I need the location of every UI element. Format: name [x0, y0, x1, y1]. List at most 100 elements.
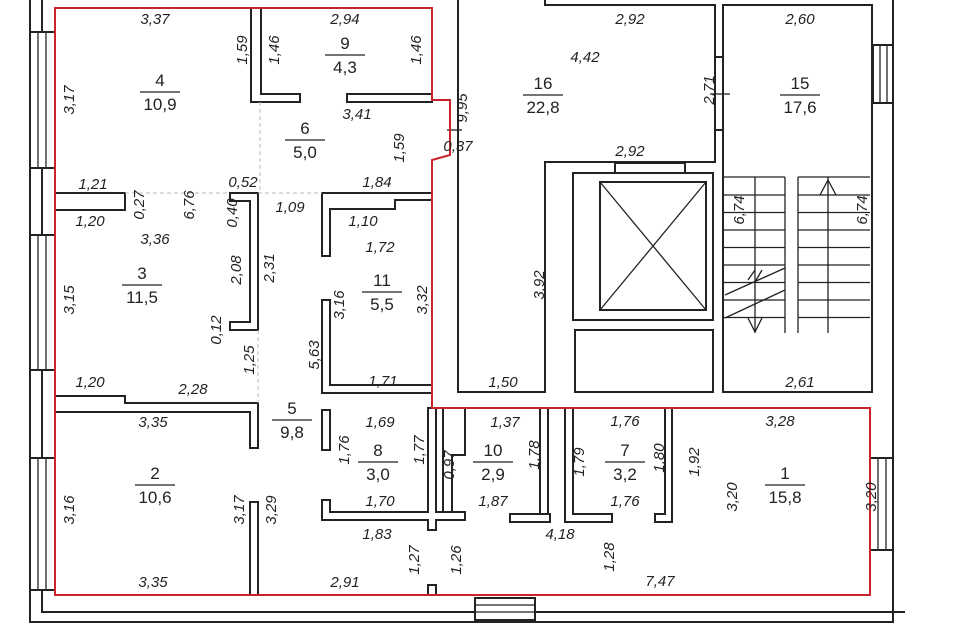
dimension-label: 1,46 [408, 35, 425, 65]
dimension-label: 3,36 [140, 231, 170, 248]
dimension-label: 1,84 [362, 174, 391, 191]
dimension-label: 4,42 [570, 49, 600, 66]
dimension-label: 0,97 [441, 450, 458, 480]
dimension-label: 1,78 [526, 440, 543, 470]
stair-line [754, 317, 763, 333]
dimension-label: 1,83 [362, 526, 392, 543]
stair-line [724, 289, 786, 319]
dimension-label: 7,47 [645, 573, 675, 590]
dimension-label: 1,69 [365, 414, 395, 431]
dimension-label: 2,71 [701, 75, 718, 105]
dimension-label: 1,92 [686, 447, 703, 477]
room-number: 5 [287, 399, 296, 418]
dimension-label: 2,92 [614, 11, 645, 28]
stair-line [747, 269, 756, 281]
dimension-label: 2,91 [329, 574, 359, 591]
room-number: 11 [373, 271, 391, 290]
room-area: 5,0 [293, 143, 317, 162]
dimension-label: 1,79 [571, 447, 588, 477]
stair-line [754, 269, 763, 283]
dimension-label: 3,35 [138, 574, 168, 591]
dimension-label: 1,10 [348, 213, 378, 230]
dimension-label: 1,28 [601, 542, 618, 572]
dimension-label: 3,35 [138, 414, 168, 431]
dimension-label: 1,76 [610, 413, 640, 430]
dimension-label: 0,52 [228, 174, 258, 191]
dimension-label: 2,92 [614, 143, 645, 160]
room-number: 15 [791, 74, 810, 93]
dimension-label: 1,20 [75, 374, 105, 391]
dimension-label: 2,31 [261, 253, 278, 283]
room-area: 17,6 [783, 98, 816, 117]
dimension-label: 3,16 [331, 290, 348, 320]
dimension-label: 1,26 [448, 545, 465, 575]
room-area: 22,8 [526, 98, 559, 117]
room-area: 5,5 [370, 295, 394, 314]
room-number: 7 [620, 441, 629, 460]
room-number: 10 [484, 441, 503, 460]
room-area: 9,8 [280, 423, 304, 442]
dimension-label: 3,41 [342, 106, 371, 123]
building-outline [29, 0, 905, 623]
interior-walls [54, 7, 673, 596]
dimension-label: 3,37 [140, 11, 170, 28]
dimension-label: 5,63 [306, 340, 323, 370]
dimension-label: 1,80 [651, 443, 668, 473]
dimension-label: 1,59 [234, 35, 251, 65]
dimension-label: 1,76 [610, 493, 640, 510]
dashed-room-dividers [125, 102, 322, 403]
room-area: 11,5 [126, 288, 158, 307]
dimension-label: 2,94 [329, 11, 359, 28]
dimension-label: 0,40 [224, 198, 241, 228]
room-area: 15,8 [768, 488, 801, 507]
dimension-label: 1,09 [275, 199, 305, 216]
dimension-label: 2,60 [784, 11, 815, 28]
room-area: 10,9 [143, 95, 176, 114]
dimension-label: 9,95 [454, 93, 471, 123]
apartment-outline [54, 7, 871, 596]
dimension-label: 2,61 [784, 374, 814, 391]
room-number: 8 [373, 441, 382, 460]
dimension-label: 3,28 [765, 413, 795, 430]
room-number: 4 [155, 71, 164, 90]
dimension-label: 1,87 [478, 493, 508, 510]
dimension-label: 6,74 [854, 195, 871, 224]
windows [29, 31, 894, 621]
dimension-label: 1,72 [365, 239, 395, 256]
room-number: 3 [137, 264, 146, 283]
dimension-label: 0,27 [131, 190, 148, 220]
dimension-label: 1,50 [488, 374, 518, 391]
stair-line [747, 317, 756, 333]
dimension-label: 3,20 [863, 482, 880, 512]
room-area: 2,9 [481, 465, 505, 484]
room-area: 3,2 [613, 465, 637, 484]
dimension-label: 1,71 [368, 373, 397, 390]
room-number: 2 [150, 464, 159, 483]
dimension-label: 3,15 [61, 285, 78, 315]
dimension-label: 2,28 [177, 381, 208, 398]
room-number: 16 [534, 74, 553, 93]
dimension-label: 2,08 [228, 255, 245, 286]
dimension-label: 3,16 [61, 495, 78, 525]
dimension-label: 1,59 [391, 133, 408, 163]
dimension-label: 0,37 [443, 138, 473, 155]
dimension-label: 1,77 [411, 435, 428, 465]
dimension-label: 1,25 [241, 345, 258, 375]
dimension-label: 1,20 [75, 213, 105, 230]
dimension-label: 6,74 [731, 195, 748, 224]
room-number: 9 [340, 34, 349, 53]
dimension-label: 1,76 [336, 435, 353, 465]
dimension-label: 1,37 [490, 414, 520, 431]
dimension-label: 4,18 [545, 526, 575, 543]
dimension-label: 6,76 [181, 190, 198, 220]
room-area: 10,6 [138, 488, 171, 507]
room-number: 6 [300, 119, 309, 138]
stair-line [827, 179, 837, 196]
dimension-label: 1,46 [266, 35, 283, 65]
room-area: 4,3 [333, 58, 357, 77]
stair-line [819, 179, 829, 196]
dimension-label: 0,12 [208, 315, 225, 345]
dimension-label: 3,29 [263, 495, 280, 525]
dimension-label: 1,27 [406, 545, 423, 575]
